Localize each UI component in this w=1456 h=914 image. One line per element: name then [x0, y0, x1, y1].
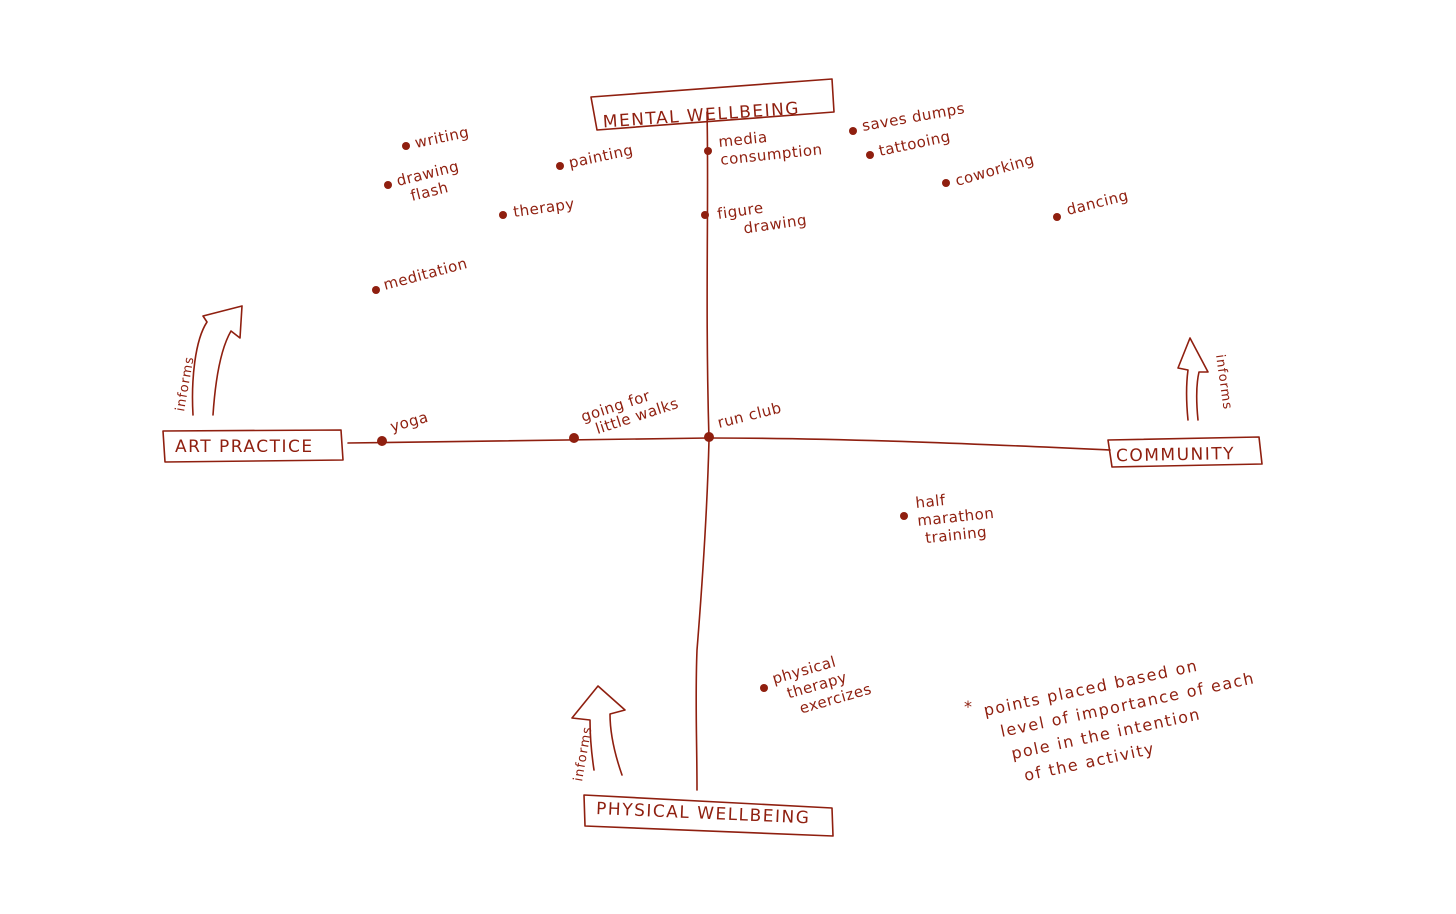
dot-painting: [556, 162, 564, 170]
point-dots: [372, 127, 1061, 692]
dot-half-marathon-training: [900, 512, 908, 520]
informs-arrow-right: informs: [1177, 337, 1235, 421]
axis-label-top: MENTAL WELLBEING: [590, 78, 835, 132]
dot-drawing-flash: [384, 181, 392, 189]
axis-label-right-text: COMMUNITY: [1116, 444, 1235, 466]
dot-run-club: [704, 432, 714, 442]
informs-arrow-bottom: informs: [571, 685, 626, 783]
dot-going-for-little-walks: [569, 433, 579, 443]
label-dancing: dancing: [1065, 186, 1131, 219]
dot-saves-dumps: [849, 127, 857, 135]
label-run-club: run club: [716, 399, 784, 432]
dot-therapy: [499, 211, 507, 219]
label-meditation: meditation: [381, 254, 469, 294]
axis-label-bottom: PHYSICAL WELLBEING: [583, 794, 834, 837]
label-painting: painting: [567, 141, 635, 172]
informs-label-left: informs: [173, 355, 197, 413]
label-writing: writing: [413, 123, 471, 152]
footnote: * points placed based on level of import…: [964, 643, 1273, 790]
dot-media-consumption: [704, 147, 712, 155]
axis-label-left: ART PRACTICE: [162, 429, 344, 463]
dot-tattooing: [866, 151, 874, 159]
label-media-consumption: media consumption: [718, 122, 824, 169]
label-figure-drawing: figure drawing: [716, 193, 808, 241]
dot-yoga: [377, 436, 387, 446]
dot-figure-drawing: [701, 211, 709, 219]
vertical-axis: [695, 111, 710, 791]
informs-label-right: informs: [1212, 353, 1235, 410]
label-yoga: yoga: [388, 408, 430, 436]
footnote-text: points placed based on level of importan…: [982, 643, 1273, 790]
label-tattooing: tattooing: [877, 127, 952, 160]
dot-dancing: [1053, 213, 1061, 221]
axis-label-bottom-text: PHYSICAL WELLBEING: [596, 799, 811, 828]
axis-label-left-text: ART PRACTICE: [175, 437, 314, 457]
label-saves-dumps: saves dumps: [861, 99, 967, 135]
label-drawing-flash: drawing flash: [395, 156, 471, 208]
dot-physical-therapy-exercises: [760, 684, 768, 692]
label-going-for-little-walks: going for little walks: [579, 379, 681, 441]
label-therapy: therapy: [512, 195, 576, 221]
dot-coworking: [942, 179, 950, 187]
informs-arrow-left: informs: [173, 305, 243, 416]
dot-writing: [402, 142, 410, 150]
label-coworking: coworking: [953, 150, 1036, 190]
footnote-asterisk: *: [964, 697, 974, 716]
label-physical-therapy-exercises: physical therapy exercizes: [770, 645, 874, 722]
label-half-marathon-training: half marathon training: [915, 485, 1003, 547]
axis-label-right: COMMUNITY: [1107, 436, 1263, 468]
point-labels: writing drawing flash painting therapy m…: [381, 99, 1131, 722]
dot-meditation: [372, 286, 380, 294]
horizontal-axis-left: [347, 437, 710, 444]
horizontal-axis-right: [708, 437, 1111, 451]
